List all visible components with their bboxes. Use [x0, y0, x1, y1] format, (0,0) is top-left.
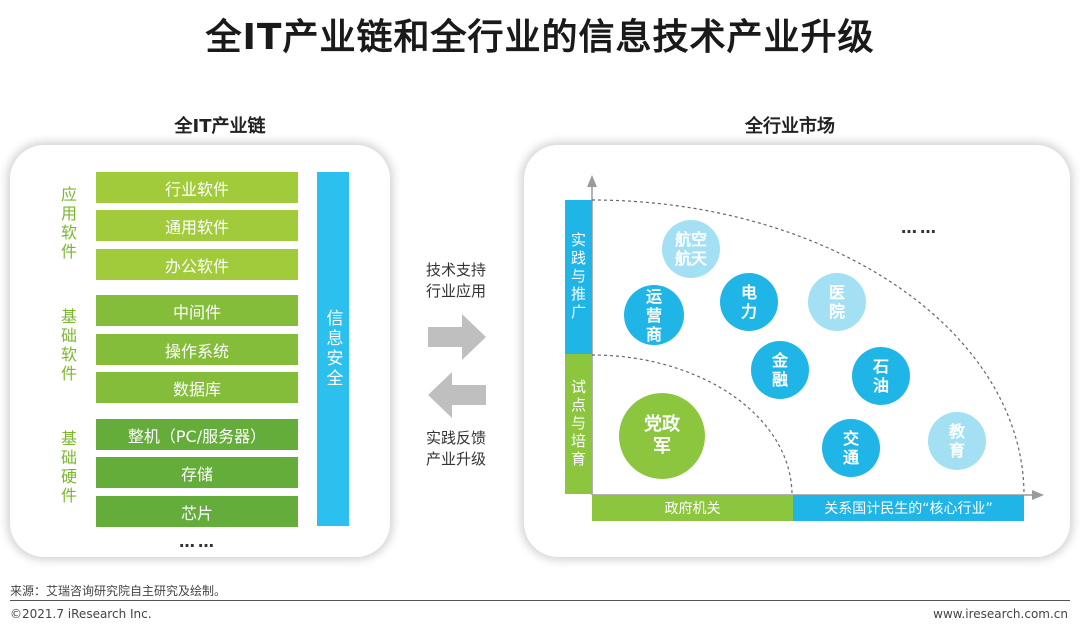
layer-database: 数据库	[96, 372, 298, 403]
source-note: 来源：艾瑞咨询研究院自主研究及绘制。	[10, 584, 227, 598]
left-ellipsis: ……	[179, 532, 217, 551]
backward-text: 实践反馈 产业升级	[425, 429, 486, 468]
bubble-education: 教育	[928, 412, 986, 470]
y-axis-lower-label: 试点与培育	[569, 379, 587, 469]
layer-machine: 整机（PC/服务器）	[96, 419, 298, 450]
layer-office-software: 办公软件	[96, 249, 298, 280]
bubble-oil: 石油	[852, 347, 910, 405]
bubble-operators: 运营商	[624, 285, 684, 345]
layer-general-software: 通用软件	[96, 210, 298, 241]
bubble-party-gov-military: 党政军	[619, 393, 705, 479]
copyright: ©2021.7 iResearch Inc.	[10, 607, 152, 621]
layer-middleware: 中间件	[96, 295, 298, 326]
group-label-application-software: 应用软件	[58, 186, 77, 262]
layer-storage: 存储	[96, 457, 298, 488]
layer-industry-software: 行业软件	[96, 172, 298, 203]
y-axis-upper-bar: 实践与推广	[565, 200, 592, 354]
info-security-label: 信息安全	[322, 309, 343, 389]
forward-text: 技术支持 行业应用	[425, 261, 486, 300]
info-security-bar: 信息安全	[317, 172, 349, 526]
x-axis-right-label: 关系国计民生的“核心行业”	[824, 501, 993, 517]
x-axis-left-label: 政府机关	[664, 501, 721, 517]
y-axis-upper-label: 实践与推广	[569, 232, 587, 322]
left-arrow-icon	[428, 372, 486, 418]
bubble-aerospace: 航空航天	[662, 220, 720, 278]
bubble-hospital: 医院	[808, 273, 866, 331]
group-label-base-software: 基础软件	[58, 308, 77, 384]
bubble-power: 电力	[720, 273, 778, 331]
layer-operating-system: 操作系统	[96, 334, 298, 365]
right-ellipsis: ……	[901, 218, 939, 237]
group-label-base-hardware: 基础硬件	[58, 430, 77, 506]
x-axis-left-bar: 政府机关	[592, 495, 793, 521]
layer-chip: 芯片	[96, 496, 298, 527]
website: www.iresearch.com.cn	[933, 607, 1068, 621]
page-title: 全IT产业链和全行业的信息技术产业升级	[205, 17, 875, 58]
x-axis-right-bar: 关系国计民生的“核心行业”	[793, 495, 1024, 521]
right-arrow-icon	[428, 314, 486, 360]
right-section-title: 全行业市场	[745, 116, 835, 137]
bubble-transport: 交通	[822, 419, 880, 477]
bubble-finance: 金融	[751, 341, 809, 399]
y-axis-lower-bar: 试点与培育	[565, 354, 592, 494]
left-section-title: 全IT产业链	[174, 116, 266, 137]
footer-divider	[10, 600, 1070, 601]
